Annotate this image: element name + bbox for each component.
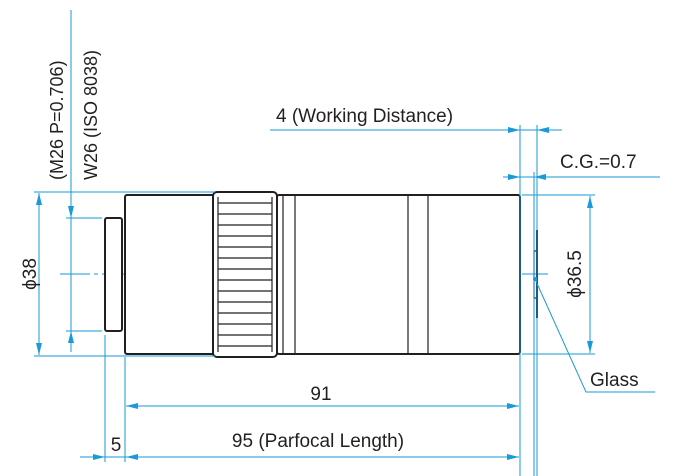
body-length-dimension: 91 — [104, 335, 519, 462]
glass-callout: Glass — [533, 277, 655, 393]
glass-label: Glass — [590, 370, 639, 391]
outer-diameter-label: ϕ38 — [20, 258, 41, 290]
thread-mount-label: (M26 P=0.706) — [47, 60, 67, 180]
outer-diameter-dimension: ϕ38 — [20, 191, 215, 357]
barrel-grooves — [282, 195, 429, 354]
lens-rear-barrel — [124, 194, 216, 355]
thread-length-label: 5 — [111, 435, 122, 456]
knurled-ring — [212, 191, 278, 358]
parfocal-length-label: 95 (Parfocal Length) — [232, 431, 404, 452]
cover-glass-label: C.G.=0.7 — [560, 152, 637, 173]
working-distance-dimension: 4 (Working Distance) — [270, 106, 562, 476]
lens-front-barrel — [276, 194, 521, 355]
body-length-label: 91 — [310, 384, 331, 405]
thread-dimension: (M26 P=0.706) W26 (ISO 8038) — [47, 10, 102, 352]
parfocal-length-dimension: 5 95 (Parfocal Length) — [80, 431, 519, 460]
tip-diameter-dimension: ϕ36.5 — [522, 194, 595, 355]
working-distance-label: 4 (Working Distance) — [276, 106, 453, 127]
mount-thread — [104, 217, 123, 332]
knurl-pattern — [217, 197, 273, 352]
tip-diameter-label: ϕ36.5 — [565, 250, 586, 298]
lens-body — [104, 191, 538, 358]
thread-standard-label: W26 (ISO 8038) — [81, 50, 101, 180]
cover-glass-dimension: C.G.=0.7 — [503, 152, 660, 476]
